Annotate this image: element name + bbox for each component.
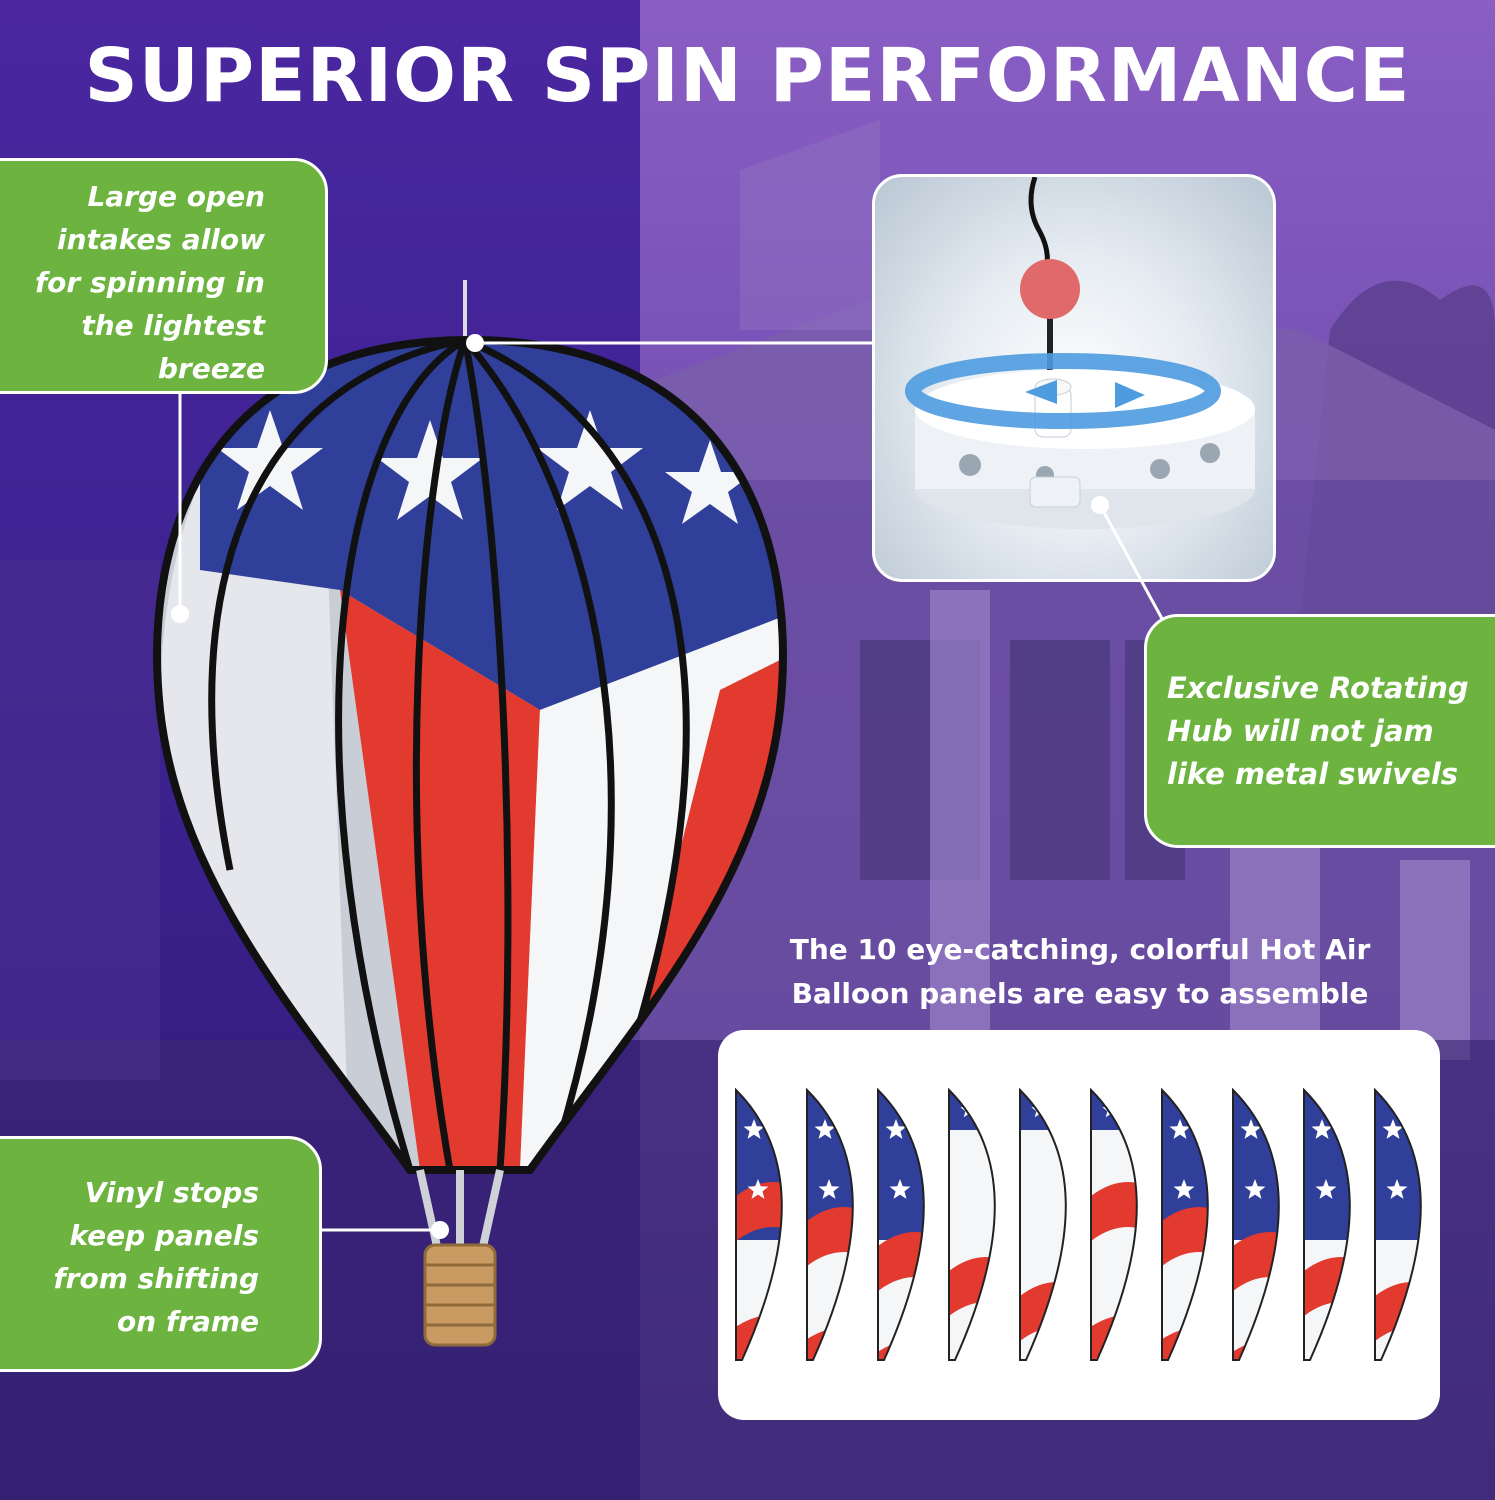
callout-hub-line-2: Hub will not jam [1167,714,1434,748]
headline: SUPERIOR SPIN PERFORMANCE [84,33,1411,119]
callout-hub-line-1: Exclusive Rotating [1167,671,1469,705]
star-icon [1173,1179,1195,1199]
star-icon [743,1119,765,1139]
callout-vinyl-line-4: on frame [117,1305,259,1338]
balloon-stars [217,410,755,524]
balloon-panel [1303,1087,1351,1361]
balloon-panel [1090,1087,1138,1361]
balloon-panels-illustration [735,1087,1422,1361]
rotating-hub-image [905,177,1255,529]
balloon-panel [806,1087,854,1361]
panels-caption-line-2: Balloon panels are easy to assemble [791,977,1369,1010]
balloon-panel [948,1087,996,1361]
callout-hub: Exclusive Rotating Hub will not jam like… [1144,614,1495,848]
star-icon [814,1119,836,1139]
star-icon [537,410,643,510]
balloon-panels-card [718,1030,1440,1420]
panels-caption: The 10 eye-catching, colorful Hot Air Ba… [720,928,1440,1016]
callout-intakes-line-2: intakes allow [56,223,265,256]
hub-image-panel [872,174,1276,582]
star-icon [1315,1179,1337,1199]
star-icon [818,1179,840,1199]
star-icon [1240,1119,1262,1139]
balloon-panel [1161,1087,1209,1361]
rotation-arrow-icon [905,353,1221,429]
balloon-panel [1374,1087,1422,1361]
callout-intakes-line-5: breeze [157,352,265,385]
panels-caption-line-1: The 10 eye-catching, colorful Hot Air [789,933,1371,966]
star-icon [1382,1119,1404,1139]
balloon-panel [877,1087,925,1361]
callout-vinyl: Vinyl stops keep panels from shifting on… [0,1136,322,1372]
balloon-panel [1019,1087,1067,1361]
star-icon [217,410,323,510]
star-icon [889,1179,911,1199]
callout-intakes: Large open intakes allow for spinning in… [0,158,328,394]
callout-intakes-line-4: the lightest [81,309,265,342]
balloon-panel [735,1087,783,1361]
hot-air-balloon-image [153,280,787,1347]
star-icon [1311,1119,1333,1139]
star-icon [1244,1179,1266,1199]
callout-intakes-line-1: Large open [87,180,265,213]
star-icon [885,1119,907,1139]
star-icon [377,420,483,520]
star-icon [1386,1179,1408,1199]
balloon-basket [423,1243,497,1347]
star-icon [1169,1119,1191,1139]
callout-intakes-line-3: for spinning in [34,266,265,299]
balloon-panel [1232,1087,1280,1361]
callout-vinyl-line-1: Vinyl stops [84,1176,259,1209]
star-icon [747,1179,769,1199]
star-icon [665,440,755,524]
callout-vinyl-line-3: from shifting [53,1262,260,1295]
hub-bead [1020,259,1080,319]
callout-vinyl-line-2: keep panels [69,1219,259,1252]
callout-hub-line-3: like metal swivels [1167,757,1459,791]
